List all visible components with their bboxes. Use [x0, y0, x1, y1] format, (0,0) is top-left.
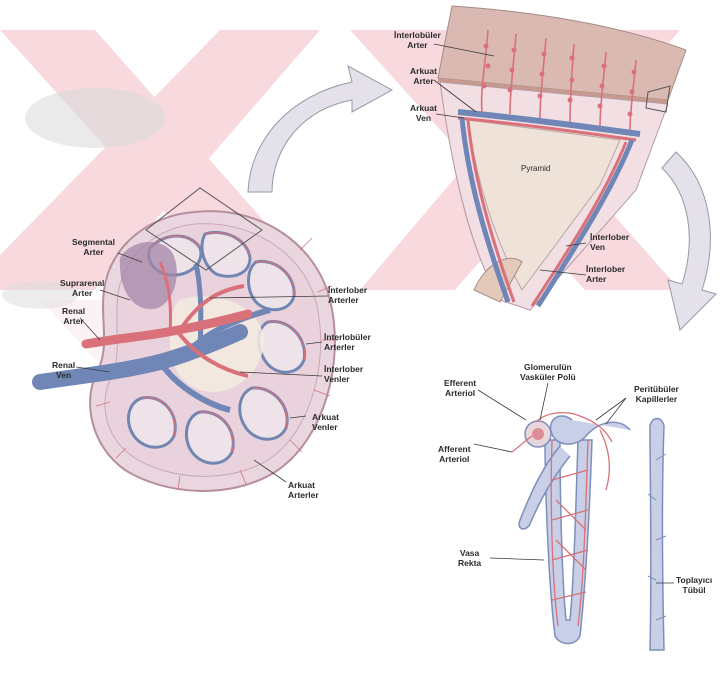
label-pyramid: Pyramid: [521, 164, 550, 174]
curved-arrow-icon: [662, 152, 716, 330]
nephron-illustration: [512, 413, 666, 650]
smudge: [25, 88, 165, 148]
